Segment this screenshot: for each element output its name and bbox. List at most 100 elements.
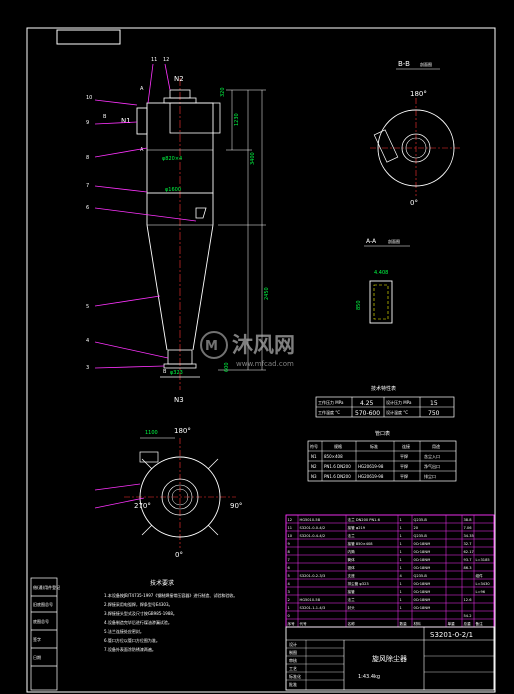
top-view: 1100 180° 270° 90° 0° (94, 427, 242, 559)
tech-req-6: 7.设备外表面涂防锈漆两遍。 (104, 646, 156, 652)
parts-cell: L=3430 (476, 582, 491, 586)
parts-cell: 4 (400, 574, 403, 578)
top-view-angle-bottom: 0° (175, 551, 183, 559)
parts-cell: S3201-0-0-4/2 (300, 526, 326, 530)
cone-right (192, 224, 214, 351)
nozzle-h2: 标准 (370, 443, 378, 449)
parts-cell: 7.06 (464, 526, 473, 530)
parts-cell: 筒体 (348, 557, 356, 562)
label-n1: N1 (121, 117, 131, 125)
left-strip-label-3: 签字 (33, 636, 41, 642)
parts-cell: 材料 (414, 621, 422, 626)
nozzle-r2-c3: 平焊 (400, 473, 408, 479)
parts-cell: 1 (400, 590, 402, 594)
aa-dim-top: 4.408 (374, 270, 388, 276)
tb-row-4: 标准化 (289, 673, 301, 679)
tech-r0-c1: 4.25 (360, 400, 374, 407)
nozzle-r1-c3: 平焊 (400, 463, 408, 469)
parts-cell: 34.35 (464, 534, 474, 538)
nozzle-h0: 符号 (310, 443, 318, 449)
tb-row-0: 设计 (289, 641, 297, 647)
dim-d4: 2450 (264, 287, 270, 300)
parts-cell: 接管 φ219 (348, 525, 366, 530)
top-view-angle-top: 180° (174, 427, 191, 435)
top-left-box (56, 29, 121, 45)
callout-7: 7 (86, 183, 89, 189)
tb-row-1: 制图 (289, 649, 297, 655)
top-view-angle-right: 90° (230, 502, 242, 510)
watermark-logo-icon (200, 331, 228, 359)
parts-cell: 组件 (476, 573, 484, 578)
parts-cell: 排尘管 φ323 (348, 581, 369, 586)
watermark: M 沐风网 www.mfcad.com (200, 331, 295, 368)
tech-r1-c2: 设计温度 °C (386, 409, 408, 415)
dim-d1: 320 (220, 87, 226, 97)
section-bb: B-B 剖面图 180° 0° (370, 60, 462, 207)
parts-cell: L=3185 (476, 558, 490, 562)
parts-cell: HG5010-58 (300, 518, 321, 522)
parts-cell: 0Cr18Ni9 (414, 606, 432, 610)
watermark-brand: 沐风网 (232, 333, 295, 357)
tech-r1-c1: 570-600 (355, 410, 380, 417)
tech-r1-c3: 750 (428, 410, 440, 417)
tech-r0-c2: 设计压力 MPa (386, 399, 412, 405)
label-n2: N2 (174, 75, 184, 83)
parts-cell: 1 (288, 606, 290, 610)
parts-cell: 内筒 (348, 549, 356, 554)
parts-cell: 1 (400, 558, 402, 562)
callout-8: 8 (86, 155, 89, 161)
callout-3: 3 (86, 365, 89, 371)
tb-row-5: 批准 (289, 681, 297, 687)
nozzle-r1-c4: 净气出口 (424, 463, 440, 469)
left-strip-label-4: 日期 (33, 654, 41, 660)
tech-r1-c0: 工作温度 °C (318, 409, 340, 415)
nozzle-r1-c0: N2 (311, 464, 317, 469)
parts-cell: 1 (400, 606, 402, 610)
callout-12: 12 (163, 57, 169, 63)
tech-req-2: 3.焊接接头型式及尺寸按GB985-1988。 (104, 610, 177, 616)
nozzle-title: 管口表 (375, 430, 390, 437)
label-n3: N3 (174, 396, 184, 404)
parts-cell: 0Cr18Ni9 (414, 566, 432, 570)
inlet-pipe (136, 107, 148, 135)
tech-req-0: 1.本设备按JB/T4735-1997《钢制焊接常压容器》进行制造、试验和验收。 (104, 592, 237, 598)
main-view: 320 1230 3400 2450 600 N2 N1 N3 A A B B … (86, 57, 270, 404)
nozzle-r0-c0: N1 (311, 454, 317, 459)
callout-9: 9 (86, 120, 89, 126)
tech-req-1: 2.焊接采用电弧焊，焊条型号E4303。 (104, 601, 173, 607)
watermark-url: www.mfcad.com (236, 360, 294, 368)
dia-inner: φ820×4 (162, 156, 182, 162)
top-view-outer (139, 456, 221, 538)
bb-outer-circle (377, 109, 455, 187)
nozzle-h4: 用途 (432, 443, 440, 449)
parts-cell: 0Cr18Ni9 (414, 590, 432, 594)
nozzle-h3: 连接 (402, 443, 410, 449)
parts-cell: 5 (288, 574, 290, 578)
title-block: S3201-0-2/1 旋风除尘器 1:43.4kg 设计 制图 审核 工艺 标… (285, 626, 495, 691)
parts-cell: 8 (288, 550, 291, 554)
left-strip-label-0: 借(通)用件登记 (33, 584, 60, 590)
parts-cell: 4 (288, 582, 291, 586)
label-a-bottom: A (140, 147, 144, 153)
label-b-bottom: B (163, 369, 167, 375)
parts-cell: 1 (400, 526, 402, 530)
nozzle-r2-c1: PN1.6 DN200 (324, 474, 351, 479)
top-view-angle-left: 270° (134, 502, 151, 510)
dim-d5: 600 (224, 362, 230, 372)
parts-cell: HG5010-58 (300, 598, 321, 602)
tb-row-2: 审核 (289, 657, 297, 663)
top-view-dim: 1100 (145, 430, 158, 436)
bb-angle-bottom: 0° (410, 199, 418, 207)
parts-cell: 20 (414, 526, 419, 530)
aa-title: A-A (366, 238, 377, 245)
parts-cell: 接管 (348, 589, 356, 594)
parts-cell: Q235-B (414, 574, 428, 578)
parts-cell: 1 (400, 518, 402, 522)
parts-cell: 锥体 (348, 565, 356, 570)
nozzle-r1-c1: PN1.6 DN200 (324, 464, 351, 469)
parts-cell: 0 (288, 614, 291, 618)
parts-cell: 32.7 (464, 542, 472, 546)
tech-requirements: 技术要求 1.本设备按JB/T4735-1997《钢制焊接常压容器》进行制造、试… (104, 579, 237, 652)
nozzle-r0-c1: 850×408 (324, 454, 343, 459)
